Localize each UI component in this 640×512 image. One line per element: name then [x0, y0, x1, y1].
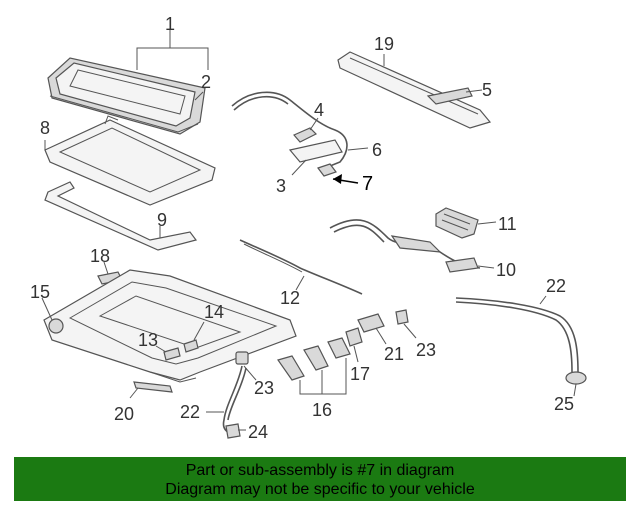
housing-part — [43, 269, 297, 383]
callout-19: 19 — [374, 34, 394, 54]
sunshade-part — [44, 115, 216, 206]
part-7-arrow — [332, 174, 359, 184]
callout-1: 1 — [165, 14, 175, 34]
callout-21: 21 — [384, 344, 404, 364]
callout-3: 3 — [276, 176, 286, 196]
callout-6: 6 — [372, 140, 382, 160]
callout-2: 2 — [201, 72, 211, 92]
callout-13: 13 — [138, 330, 158, 350]
callout-5: 5 — [482, 80, 492, 100]
slider-brackets-part — [277, 337, 351, 381]
banner-line-2: Diagram may not be specific to your vehi… — [165, 481, 475, 498]
callout-20: 20 — [114, 404, 134, 424]
grommet-part — [235, 351, 249, 365]
callout-7: 7 — [362, 173, 373, 195]
bracket-21-part — [357, 313, 385, 333]
callout-16: 16 — [312, 400, 332, 420]
guide-rail-part — [337, 51, 492, 129]
callout-22-right: 22 — [546, 276, 566, 296]
callout-9: 9 — [157, 210, 167, 230]
callout-4: 4 — [314, 100, 324, 120]
banner-line-1: Part or sub-assembly is #7 in diagram — [185, 462, 455, 479]
parts-diagram: 1 2 8 4 6 7 3 19 5 9 11 10 18 12 15 14 1… — [30, 14, 587, 442]
bracket-13-part — [163, 347, 181, 361]
vehicle-fit-banner: Part or sub-assembly is #7 in diagram Di… — [14, 457, 626, 501]
drain-hose-right-part — [455, 297, 587, 385]
frame-seal-part — [44, 181, 198, 251]
callout-10: 10 — [496, 260, 516, 280]
glass-panel-part — [47, 57, 206, 135]
seal-strip-part — [133, 381, 173, 393]
callout-23-left: 23 — [254, 378, 274, 398]
callout-8: 8 — [40, 118, 50, 138]
callout-12: 12 — [280, 288, 300, 308]
motor-part — [435, 207, 479, 239]
strip-part — [239, 239, 363, 295]
bracket-17-part — [345, 327, 363, 347]
callout-18: 18 — [90, 246, 110, 266]
motor-bracket-part — [288, 127, 343, 177]
callout-24: 24 — [248, 422, 268, 442]
callout-14: 14 — [204, 302, 224, 322]
drive-cable-part — [231, 91, 348, 169]
callout-22-left: 22 — [180, 402, 200, 422]
callout-11: 11 — [498, 214, 517, 234]
callout-25: 25 — [554, 394, 574, 414]
cable-assembly-part — [329, 219, 481, 273]
drain-hose-left-part — [222, 365, 247, 439]
bracket-14-part — [183, 339, 199, 353]
clip-right-part — [395, 309, 409, 325]
callout-23-right: 23 — [416, 340, 436, 360]
callout-15: 15 — [30, 282, 50, 302]
callout-17: 17 — [350, 364, 370, 384]
